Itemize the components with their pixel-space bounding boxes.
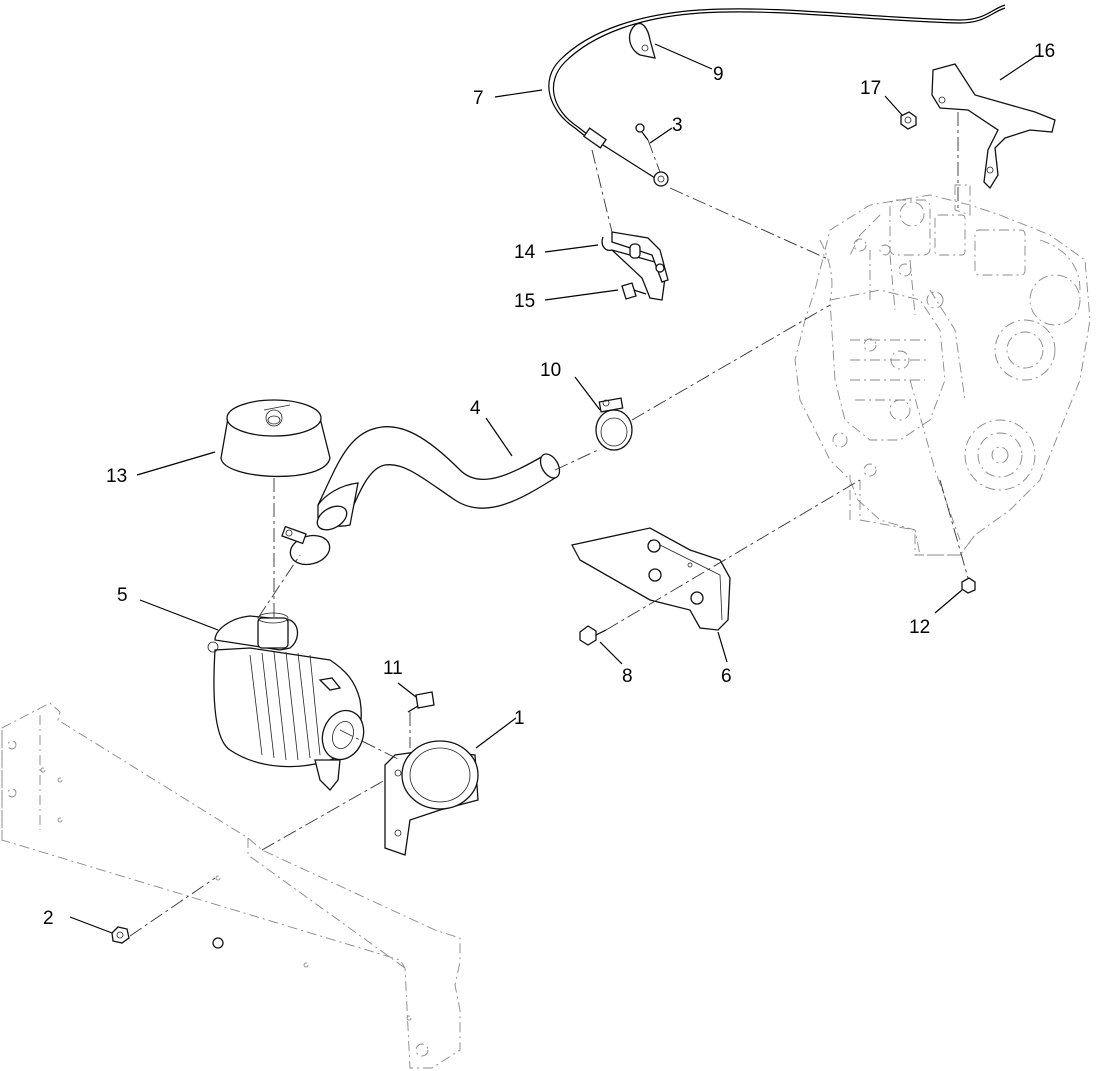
flange-bolt: [579, 625, 607, 646]
callout-1: 1: [514, 708, 525, 729]
intake-hose: [316, 426, 561, 531]
cable-swivel: [635, 123, 661, 173]
callout-6: 6: [721, 666, 732, 687]
nut: [961, 577, 976, 594]
callout-2: 2: [43, 908, 54, 929]
callout-16: 16: [1034, 41, 1055, 62]
callout-7: 7: [473, 88, 484, 109]
mounting-plate: [571, 527, 731, 631]
engine: [794, 184, 1091, 556]
pre-cleaner-cap: [220, 399, 331, 618]
cable-clamp: [628, 22, 656, 59]
mounting-band: [384, 740, 479, 856]
callout-15: 15: [514, 291, 535, 312]
flange-nut: [111, 926, 130, 944]
hex-nut: [900, 111, 917, 130]
bracket-bolt: [621, 282, 647, 300]
frame-rail: [1, 702, 461, 1069]
callout-13: 13: [106, 466, 127, 487]
throttle-cable: [548, 4, 1006, 187]
callout-10: 10: [540, 360, 561, 381]
callout-17: 17: [860, 78, 881, 99]
callout-5: 5: [117, 585, 128, 606]
hose-clamp-upper: [595, 397, 633, 451]
hose-clamp-lower: [281, 525, 331, 566]
callout-leaders: [69, 43, 1037, 934]
callout-labels: 1 2 3 4 5 6 7 8 9 10 11 12 13 14 15 16 1…: [43, 41, 1055, 929]
callout-9: 9: [713, 64, 724, 85]
callout-11: 11: [383, 658, 403, 679]
air-cleaner: [207, 612, 365, 791]
callout-4: 4: [470, 398, 481, 419]
cable-bracket: [601, 231, 669, 301]
callout-14: 14: [514, 242, 536, 263]
callout-8: 8: [622, 666, 633, 687]
callout-3: 3: [672, 115, 683, 136]
assembly-lines: [129, 149, 969, 937]
lift-bracket: [931, 63, 1056, 210]
mounting-bolt: [407, 691, 435, 713]
callout-12: 12: [909, 617, 930, 638]
